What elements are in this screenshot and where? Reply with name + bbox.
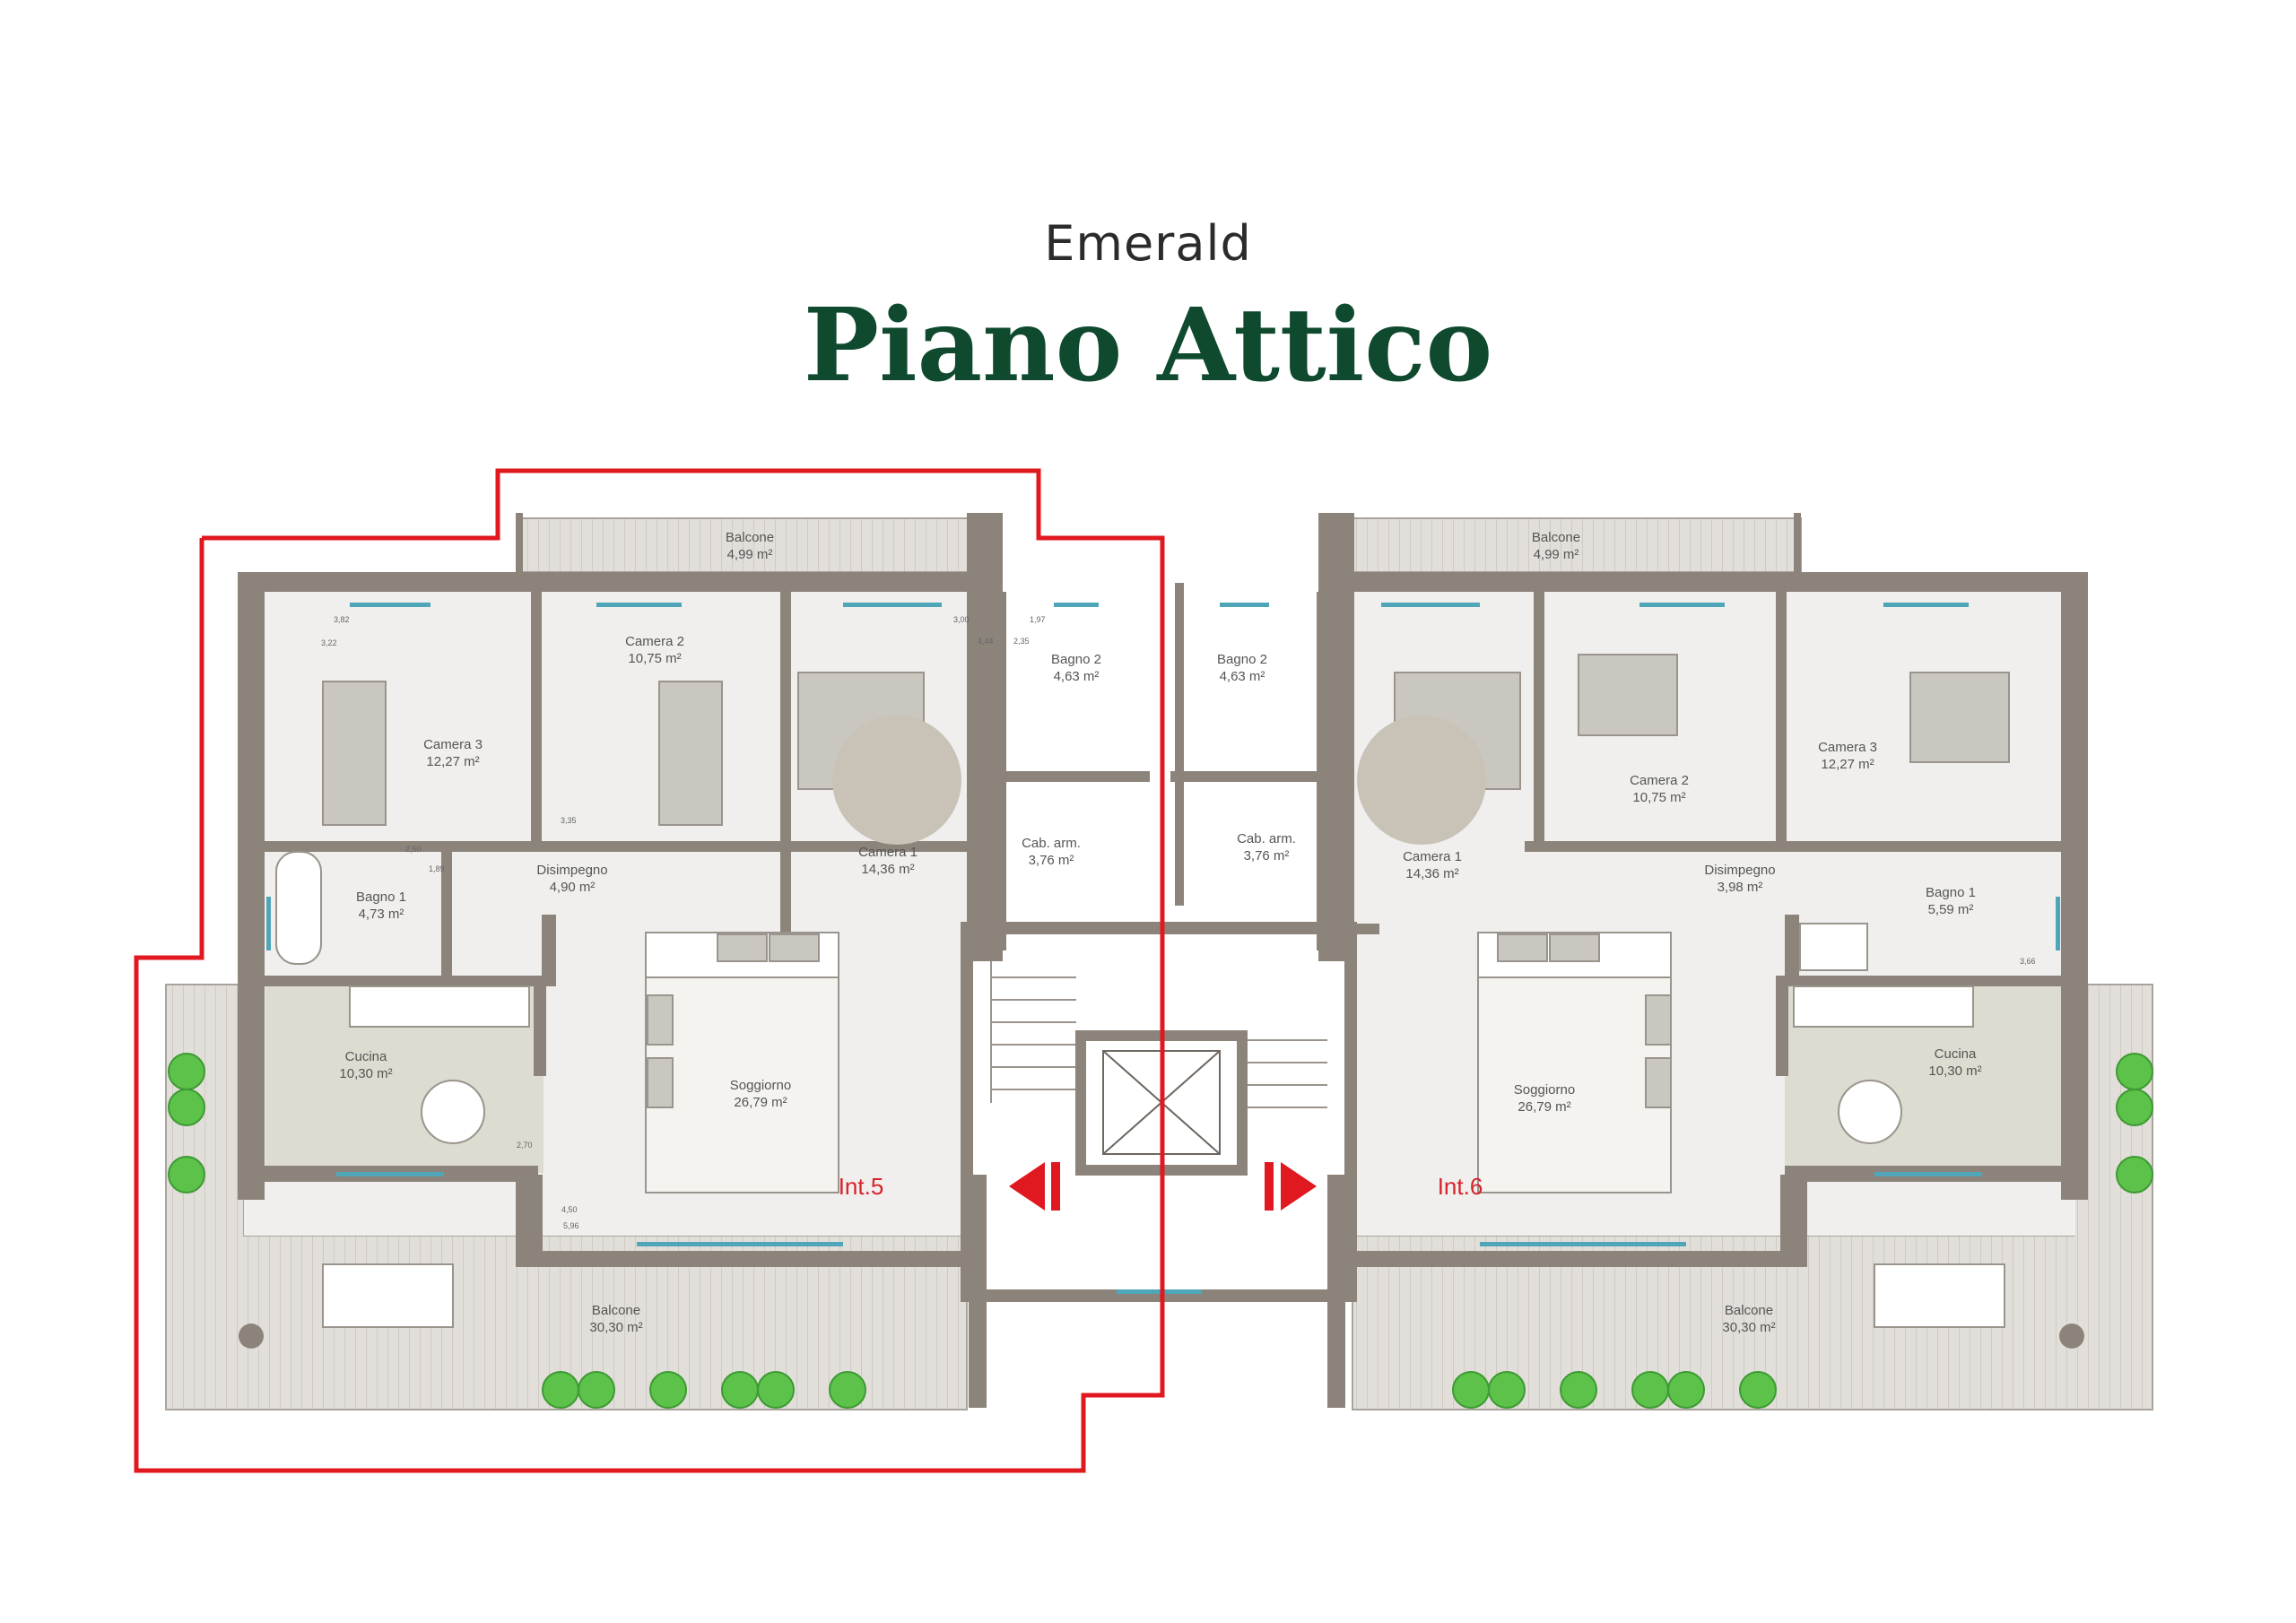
label-balcone-top-right: Balcone [1532, 530, 1580, 545]
dim-270: 2,70 [517, 1141, 533, 1150]
label-bagno2-right: Bagno 2 [1217, 652, 1267, 667]
label-cucina-left: Cucina [345, 1049, 387, 1064]
label-camera1-right: Camera 1 [1403, 849, 1462, 864]
dim-596: 5,96 [563, 1221, 579, 1230]
label-cab-right: Cab. arm. [1237, 831, 1296, 846]
balcony-top-right [1352, 517, 1802, 573]
dim-335: 3,35 [561, 816, 577, 825]
area-camera1-left: 14,36 m² [861, 862, 914, 877]
dim-322: 3,22 [321, 638, 337, 647]
dimension-labels: 3,82 3,22 3,35 3,00 4,44 1,97 2,35 2,50 … [321, 615, 2036, 1230]
balcony-top-left [517, 517, 970, 573]
labels-left: Balcone 4,99 m² Camera 3 12,27 m² Camera… [339, 530, 1101, 1335]
area-camera3-right: 12,27 m² [1821, 757, 1874, 772]
area-bagno2-right: 4,63 m² [1220, 669, 1265, 684]
area-bagno1-right: 5,59 m² [1928, 902, 1974, 917]
labels-right: Balcone 4,99 m² Bagno 2 4,63 m² Cab. arm… [1217, 530, 1982, 1335]
floor-title: Piano Attico [803, 287, 1493, 404]
area-camera2-left: 10,75 m² [628, 651, 681, 666]
area-balcone-top-right: 4,99 m² [1534, 547, 1579, 562]
label-soggiorno-right: Soggiorno [1514, 1082, 1575, 1098]
label-balcone-left: Balcone [592, 1303, 640, 1318]
dim-300: 3,00 [953, 615, 970, 624]
label-balcone-top-left: Balcone [726, 530, 774, 545]
area-bagno2-left: 4,63 m² [1054, 669, 1100, 684]
area-cab-right: 3,76 m² [1244, 848, 1290, 864]
unit-highlight-outline [134, 468, 1165, 1473]
windows [266, 603, 2060, 1294]
area-balcone-right: 30,30 m² [1722, 1320, 1775, 1335]
unit-label-int6: Int.6 [1438, 1173, 1483, 1200]
area-camera1-right: 14,36 m² [1405, 866, 1458, 881]
label-camera1-left: Camera 1 [858, 845, 918, 860]
area-disimpegno-right: 3,98 m² [1718, 880, 1763, 895]
unit-label-int5: Int.5 [839, 1173, 884, 1200]
label-bagno2-left: Bagno 2 [1051, 652, 1101, 667]
stairs [990, 952, 1327, 1108]
label-balcone-right: Balcone [1725, 1303, 1773, 1318]
dim-366: 3,66 [2020, 957, 2036, 966]
walls-left [238, 513, 1150, 1408]
furniture-right [1357, 654, 2084, 1349]
area-disimpegno-left: 4,90 m² [550, 880, 596, 895]
label-bagno1-left: Bagno 1 [356, 890, 406, 905]
dim-444: 4,44 [978, 637, 994, 646]
dim-450: 4,50 [561, 1205, 578, 1214]
dim-189: 1,89 [429, 864, 445, 873]
label-camera2-left: Camera 2 [625, 634, 684, 649]
area-balcone-left: 30,30 m² [589, 1320, 642, 1335]
area-bagno1-left: 4,73 m² [359, 907, 404, 922]
area-cucina-right: 10,30 m² [1928, 1063, 1981, 1079]
building-name: Emerald [1044, 215, 1252, 272]
label-disimpegno-left: Disimpegno [536, 863, 607, 878]
label-disimpegno-right: Disimpegno [1704, 863, 1775, 878]
area-cucina-left: 10,30 m² [339, 1066, 392, 1081]
label-cab-left: Cab. arm. [1022, 836, 1081, 851]
area-soggiorno-right: 26,79 m² [1518, 1099, 1570, 1115]
entry-arrow-left-icon [1009, 1162, 1060, 1211]
dim-197: 1,97 [1030, 615, 1046, 624]
furniture-left [239, 672, 961, 1349]
label-camera2-right: Camera 2 [1630, 773, 1689, 788]
dim-235: 2,35 [1013, 637, 1030, 646]
plants [168, 1053, 2153, 1409]
label-bagno1-right: Bagno 1 [1926, 885, 1976, 900]
label-camera3-left: Camera 3 [423, 737, 483, 752]
label-cucina-right: Cucina [1935, 1046, 1977, 1062]
area-camera3-left: 12,27 m² [426, 754, 479, 769]
dim-250: 2,50 [405, 845, 422, 854]
entry-arrow-right-icon [1265, 1162, 1317, 1211]
area-cab-left: 3,76 m² [1029, 853, 1074, 868]
label-camera3-right: Camera 3 [1818, 740, 1877, 755]
walls-right [1170, 513, 2088, 1408]
label-soggiorno-left: Soggiorno [730, 1078, 791, 1093]
area-balcone-top-left: 4,99 m² [727, 547, 773, 562]
area-soggiorno-left: 26,79 m² [734, 1095, 787, 1110]
dim-382: 3,82 [334, 615, 350, 624]
area-camera2-right: 10,75 m² [1632, 790, 1685, 805]
